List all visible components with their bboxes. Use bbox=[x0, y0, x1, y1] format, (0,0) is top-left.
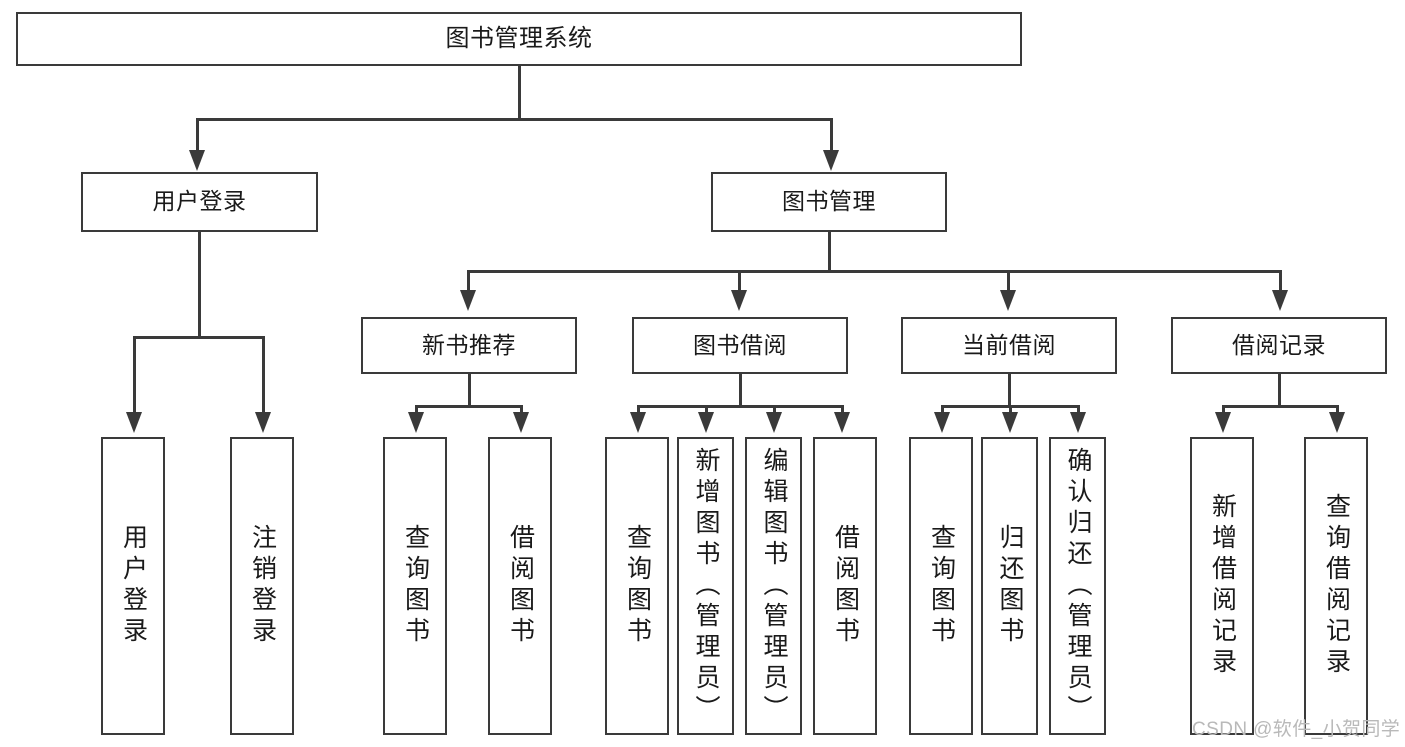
node-root-system[interactable]: 图书管理系统 bbox=[16, 12, 1022, 66]
connector-current-borrow-stem bbox=[1008, 374, 1011, 407]
leaf-borrow-book[interactable]: 借阅图书 bbox=[813, 437, 877, 735]
node-label: 图书借阅 bbox=[693, 331, 787, 358]
arrowhead-leaf-add-book bbox=[698, 412, 714, 433]
connector-root-stem bbox=[518, 66, 521, 120]
arrowhead-leaf-borrow-book-1 bbox=[513, 412, 529, 433]
leaf-query-book-borrow[interactable]: 查询图书 bbox=[605, 437, 669, 735]
node-user-login[interactable]: 用户登录 bbox=[81, 172, 318, 232]
node-label: 新增图书（管理员） bbox=[692, 446, 720, 726]
connector-root-bus bbox=[196, 118, 832, 121]
arrowhead-leaf-query-book-3 bbox=[934, 412, 950, 433]
arrowhead-leaf-edit-book bbox=[766, 412, 782, 433]
connector-user-login-stem bbox=[198, 232, 201, 338]
connector-cb-to-leaf-1 bbox=[941, 405, 944, 418]
node-label: 注销登录 bbox=[248, 524, 277, 648]
connector-book-manage-bus bbox=[467, 270, 1281, 273]
arrowhead-user-login bbox=[189, 150, 205, 171]
node-label: 编辑图书（管理员） bbox=[760, 446, 788, 726]
node-label: 用户登录 bbox=[119, 524, 148, 648]
node-label: 查询图书 bbox=[927, 524, 956, 648]
leaf-query-book-recommend[interactable]: 查询图书 bbox=[383, 437, 447, 735]
connector-cb-to-leaf-3 bbox=[1077, 405, 1080, 418]
connector-bm-to-new-book bbox=[467, 270, 470, 292]
csdn-watermark: CSDN @软件_小贺同学 bbox=[1192, 719, 1401, 740]
arrowhead-leaf-return-book bbox=[1002, 412, 1018, 433]
node-book-manage[interactable]: 图书管理 bbox=[711, 172, 947, 232]
connector-borrow-record-bus bbox=[1222, 405, 1338, 408]
connector-user-login-to-leaf-2 bbox=[262, 336, 265, 416]
node-label: 查询图书 bbox=[401, 524, 430, 648]
arrowhead-leaf-query-book-2 bbox=[630, 412, 646, 433]
connector-book-manage-stem bbox=[828, 232, 831, 272]
connector-new-book-bus bbox=[415, 405, 522, 408]
arrowhead-leaf-add-record bbox=[1215, 412, 1231, 433]
node-label: 查询图书 bbox=[623, 524, 652, 648]
arrowhead-leaf-query-book-1 bbox=[408, 412, 424, 433]
arrowhead-borrow-record bbox=[1272, 290, 1288, 311]
leaf-borrow-book-recommend[interactable]: 借阅图书 bbox=[488, 437, 552, 735]
arrowhead-book-borrow bbox=[731, 290, 747, 311]
connector-root-to-book-manage bbox=[830, 118, 833, 154]
node-label: 确认归还（管理员） bbox=[1064, 446, 1092, 726]
connector-bm-to-borrow-record bbox=[1279, 270, 1282, 292]
connector-new-book-stem bbox=[468, 374, 471, 407]
node-label: 借阅记录 bbox=[1232, 331, 1326, 358]
leaf-add-book[interactable]: 新增图书（管理员） bbox=[677, 437, 734, 735]
connector-bb-to-leaf-2 bbox=[705, 405, 708, 418]
connector-root-to-user-login bbox=[196, 118, 199, 154]
connector-bm-to-current-borrow bbox=[1007, 270, 1010, 292]
node-book-borrow[interactable]: 图书借阅 bbox=[632, 317, 848, 374]
node-label: 当前借阅 bbox=[962, 331, 1056, 358]
connector-book-borrow-stem bbox=[739, 374, 742, 407]
connector-user-login-bus bbox=[133, 336, 264, 339]
connector-br-to-leaf-1 bbox=[1222, 405, 1225, 418]
connector-user-login-to-leaf-1 bbox=[133, 336, 136, 416]
connector-nb-to-leaf-1 bbox=[415, 405, 418, 418]
leaf-user-login[interactable]: 用户登录 bbox=[101, 437, 165, 735]
node-label: 用户登录 bbox=[152, 188, 247, 215]
node-borrow-record[interactable]: 借阅记录 bbox=[1171, 317, 1387, 374]
connector-nb-to-leaf-2 bbox=[520, 405, 523, 418]
arrowhead-current-borrow bbox=[1000, 290, 1016, 311]
connector-cb-to-leaf-2 bbox=[1009, 405, 1012, 418]
connector-bb-to-leaf-3 bbox=[773, 405, 776, 418]
node-label: 借阅图书 bbox=[506, 524, 535, 648]
leaf-confirm-return[interactable]: 确认归还（管理员） bbox=[1049, 437, 1106, 735]
leaf-logout[interactable]: 注销登录 bbox=[230, 437, 294, 735]
connector-bm-to-book-borrow bbox=[738, 270, 741, 292]
node-label: 新书推荐 bbox=[422, 331, 516, 358]
leaf-add-borrow-record[interactable]: 新增借阅记录 bbox=[1190, 437, 1254, 735]
node-label: 新增借阅记录 bbox=[1208, 493, 1237, 679]
node-label: 查询借阅记录 bbox=[1322, 493, 1351, 679]
connector-book-borrow-bus bbox=[637, 405, 843, 408]
node-label: 借阅图书 bbox=[831, 524, 860, 648]
node-label: 归还图书 bbox=[996, 524, 1024, 648]
arrowhead-leaf-logout bbox=[255, 412, 271, 433]
arrowhead-leaf-query-record bbox=[1329, 412, 1345, 433]
arrowhead-new-book-rec bbox=[460, 290, 476, 311]
arrowhead-leaf-user-login bbox=[126, 412, 142, 433]
arrowhead-leaf-borrow-book-2 bbox=[834, 412, 850, 433]
node-label: 图书管理系统 bbox=[445, 24, 593, 52]
connector-bb-to-leaf-4 bbox=[841, 405, 844, 418]
connector-br-to-leaf-2 bbox=[1336, 405, 1339, 418]
arrowhead-book-manage bbox=[823, 150, 839, 171]
connector-borrow-record-stem bbox=[1278, 374, 1281, 407]
node-new-book-recommend[interactable]: 新书推荐 bbox=[361, 317, 577, 374]
leaf-query-borrow-record[interactable]: 查询借阅记录 bbox=[1304, 437, 1368, 735]
leaf-edit-book[interactable]: 编辑图书（管理员） bbox=[745, 437, 802, 735]
leaf-query-book-current[interactable]: 查询图书 bbox=[909, 437, 973, 735]
node-current-borrow[interactable]: 当前借阅 bbox=[901, 317, 1117, 374]
connector-bb-to-leaf-1 bbox=[637, 405, 640, 418]
node-label: 图书管理 bbox=[782, 188, 876, 215]
leaf-return-book[interactable]: 归还图书 bbox=[981, 437, 1038, 735]
arrowhead-leaf-confirm-return bbox=[1070, 412, 1086, 433]
